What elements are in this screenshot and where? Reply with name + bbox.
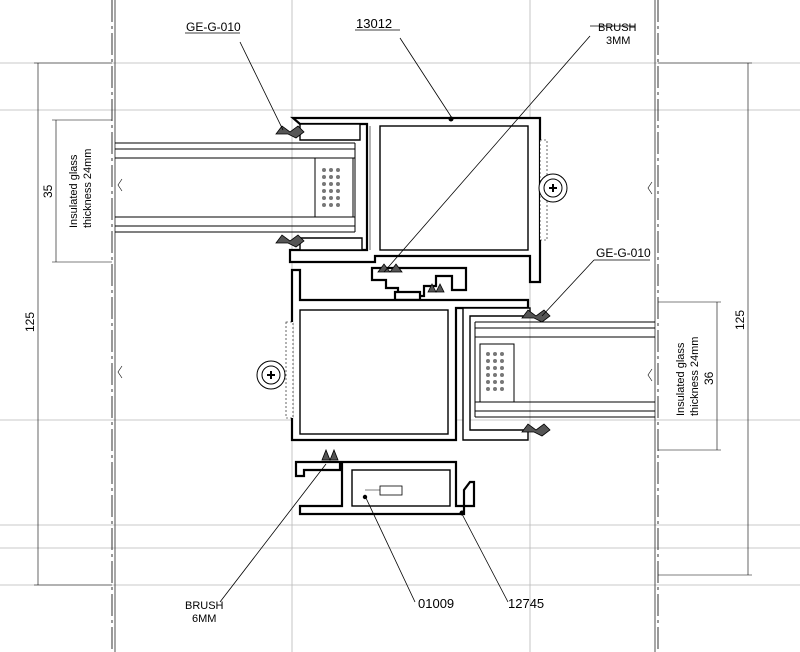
dim-left-overall: 125	[23, 312, 37, 332]
break-marks	[117, 178, 653, 382]
callout-brush-6mm-line2: 6MM	[192, 613, 216, 625]
glass-note-right-line1: Insulated glass	[675, 342, 687, 416]
dim-right-overall: 125	[733, 310, 747, 330]
callout-gasket-right: GE-G-010	[596, 246, 651, 260]
lower-chamber	[299, 309, 449, 435]
glass-note-left-line1: Insulated glass	[68, 154, 80, 228]
callout-brush-3mm-line2: 3MM	[606, 35, 630, 47]
callout-profile-01009: 01009	[418, 596, 454, 611]
upper-fixing-screw	[538, 139, 568, 241]
annotations: GE-G-010 13012 BRUSH 3MM GE-G-010 BRUSH …	[23, 16, 747, 625]
callout-profile-13012: 13012	[356, 16, 392, 31]
bottom-frame-profile	[294, 448, 476, 516]
lower-fixing-screw	[256, 321, 294, 419]
dimension-lines	[34, 62, 752, 586]
glass-note-left-line2: thickness 24mm	[82, 149, 94, 228]
lower-glass-unit	[474, 321, 655, 418]
callout-profile-12745: 12745	[508, 596, 544, 611]
gasket-ge-g-010-lower-top	[521, 309, 551, 323]
upper-glass-unit	[115, 142, 356, 233]
upper-sash-profile	[288, 116, 542, 284]
upper-spacer-bar	[314, 157, 354, 218]
gasket-lower-bottom	[521, 423, 551, 437]
center-lines	[111, 0, 659, 652]
dim-left-glass: 35	[41, 184, 55, 198]
lower-spacer-bar	[479, 343, 515, 403]
brush-3mm	[377, 263, 403, 273]
leader-lines	[185, 25, 650, 603]
upper-chamber	[379, 125, 529, 251]
callout-brush-3mm-line1: BRUSH	[598, 22, 637, 34]
glass-note-right-line2: thickness 24mm	[689, 337, 701, 416]
profile-13012-dot	[448, 116, 454, 122]
dim-right-glass: 36	[702, 371, 716, 385]
lower-sash-profile	[290, 268, 531, 442]
callout-brush-6mm-line1: BRUSH	[185, 600, 224, 612]
brush-6mm	[321, 448, 339, 462]
glazing-gaskets	[275, 125, 551, 437]
callout-gasket-top: GE-G-010	[186, 20, 241, 34]
gasket-upper-bottom	[275, 234, 305, 248]
gasket-ge-g-010-upper-top	[275, 125, 305, 139]
